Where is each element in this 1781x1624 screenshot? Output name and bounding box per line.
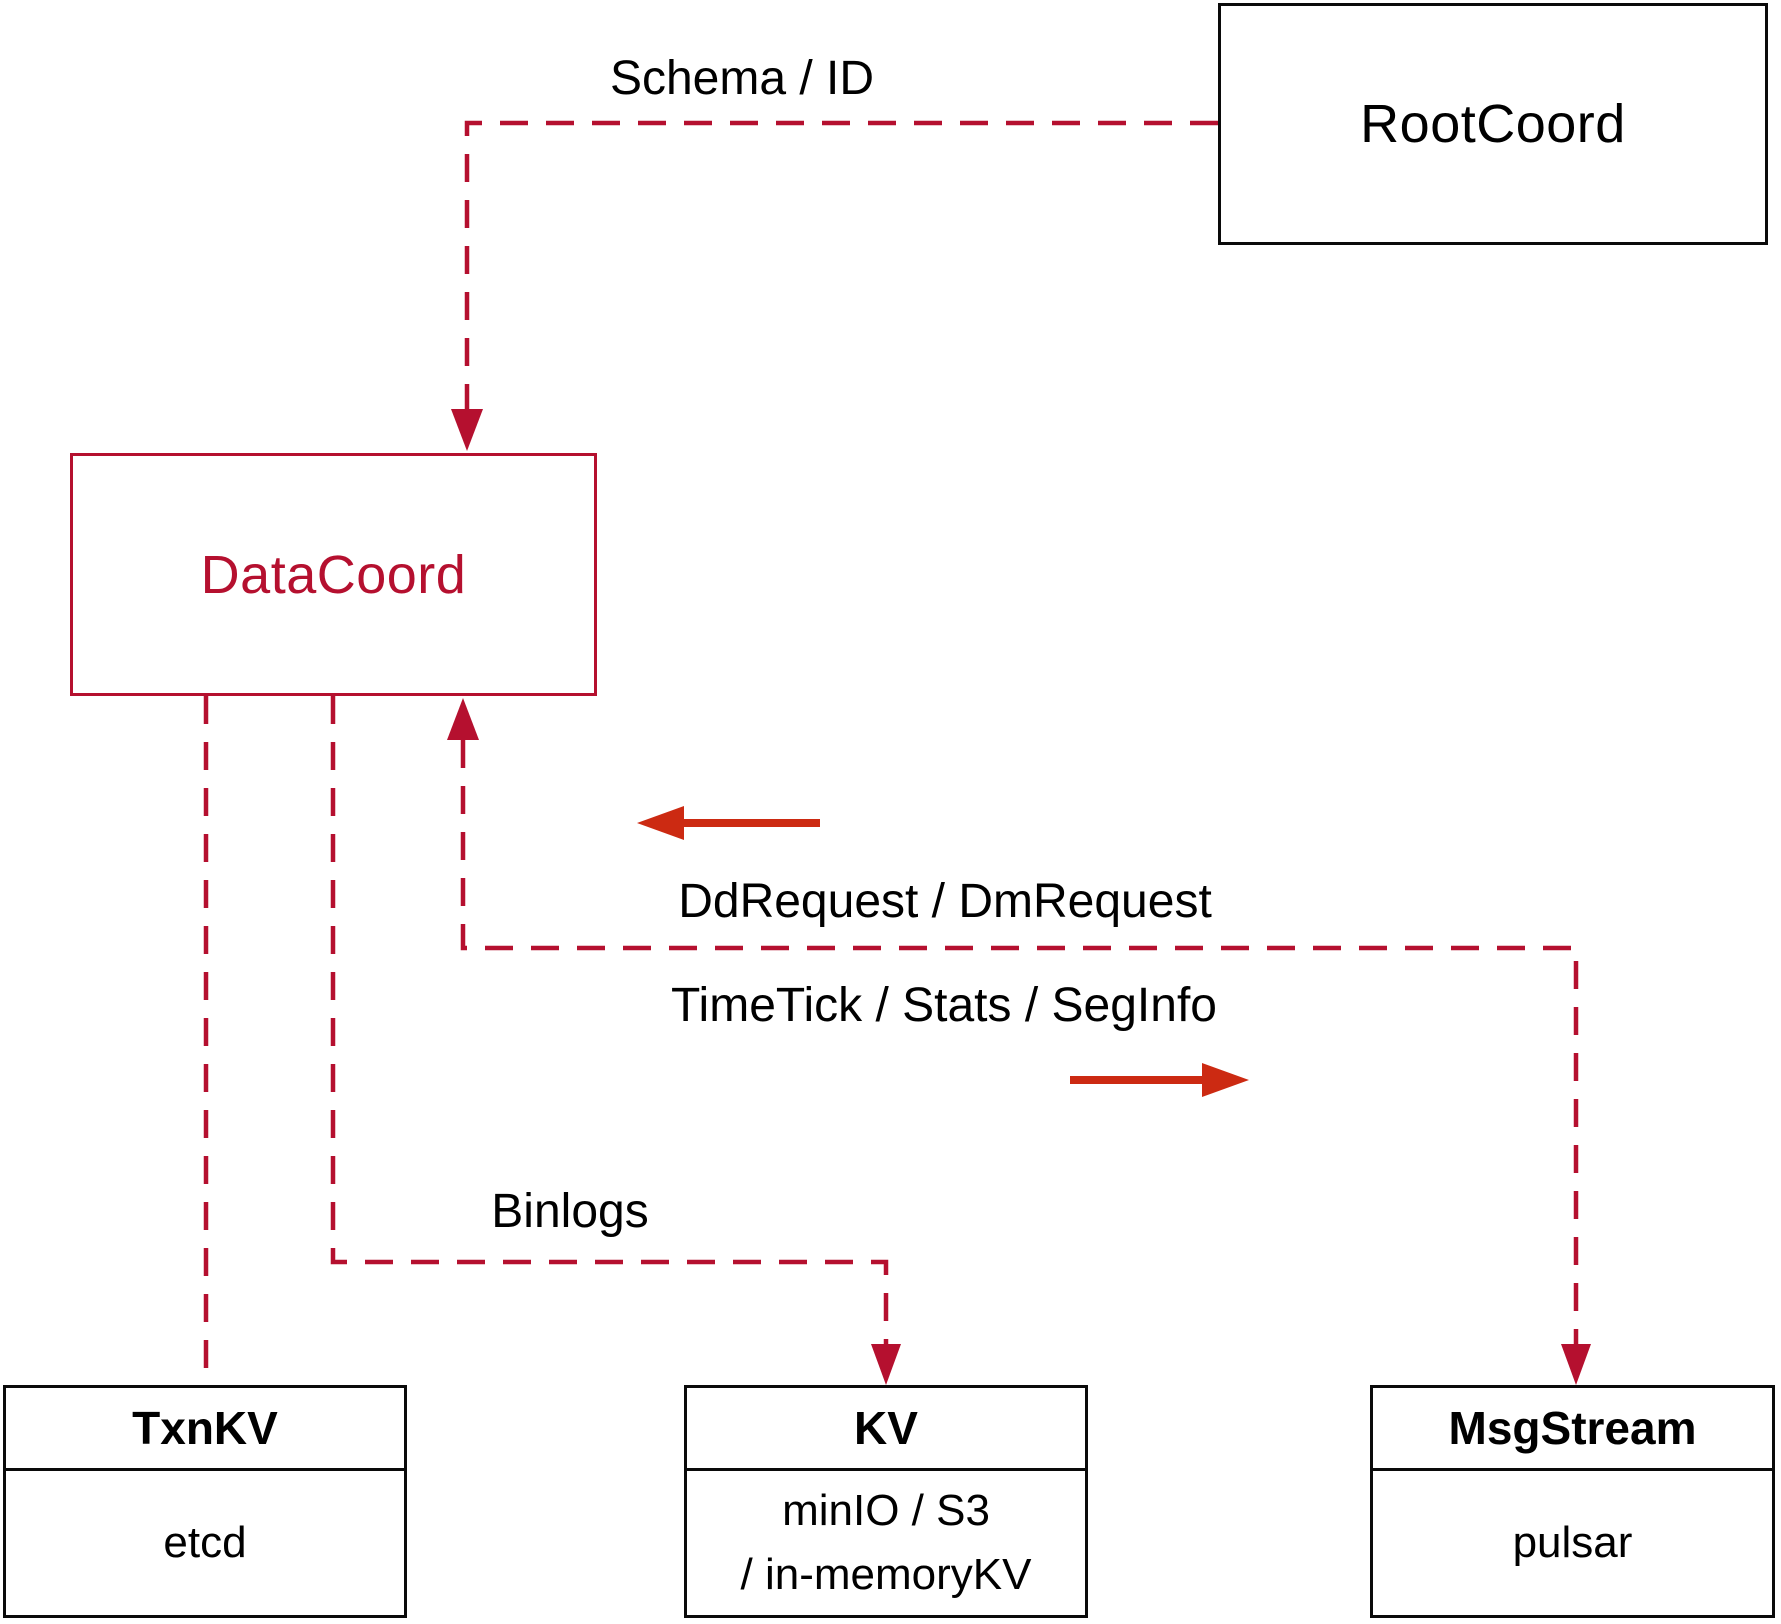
node-msgstream: MsgStream pulsar bbox=[1370, 1385, 1775, 1618]
msgstream-title: MsgStream bbox=[1373, 1388, 1772, 1471]
edge-label-schema-id: Schema / ID bbox=[609, 52, 875, 105]
node-datacoord: DataCoord bbox=[70, 453, 597, 696]
node-txnkv: TxnKV etcd bbox=[3, 1385, 407, 1618]
datacoord-label: DataCoord bbox=[200, 544, 467, 605]
edge-label-ddrequest-dmrequest: DdRequest / DmRequest bbox=[678, 875, 1212, 928]
right-direction-arrow-icon bbox=[1202, 1063, 1249, 1097]
edge-label-binlogs: Binlogs bbox=[491, 1185, 649, 1238]
kv-body-line2: / in-memoryKV bbox=[740, 1550, 1032, 1599]
rootcoord-label: RootCoord bbox=[1360, 94, 1626, 154]
kv-body: minIO / S3 / in-memoryKV bbox=[687, 1471, 1085, 1615]
msgstream-body: pulsar bbox=[1512, 1518, 1633, 1567]
datacoord-up-arrowhead-icon bbox=[447, 698, 479, 740]
schema-id-arrowhead-icon bbox=[451, 409, 483, 451]
binlogs-arrowhead-icon bbox=[871, 1344, 901, 1385]
edge-label-timetick-stats-seginfo: TimeTick / Stats / SegInfo bbox=[671, 979, 1217, 1032]
txnkv-body: etcd bbox=[163, 1518, 247, 1567]
node-rootcoord: RootCoord bbox=[1218, 3, 1768, 245]
node-kv: KV minIO / S3 / in-memoryKV bbox=[684, 1385, 1088, 1618]
left-direction-arrow-icon bbox=[637, 806, 684, 840]
schema-id-connector-line bbox=[464, 120, 1218, 409]
kv-title: KV bbox=[687, 1388, 1085, 1471]
kv-body-line1: minIO / S3 bbox=[782, 1486, 990, 1535]
txnkv-title: TxnKV bbox=[6, 1388, 404, 1471]
msgstream-arrowhead-icon bbox=[1561, 1344, 1591, 1385]
msgstream-connector-line bbox=[460, 740, 1579, 1344]
binlogs-connector-line bbox=[330, 696, 889, 1344]
